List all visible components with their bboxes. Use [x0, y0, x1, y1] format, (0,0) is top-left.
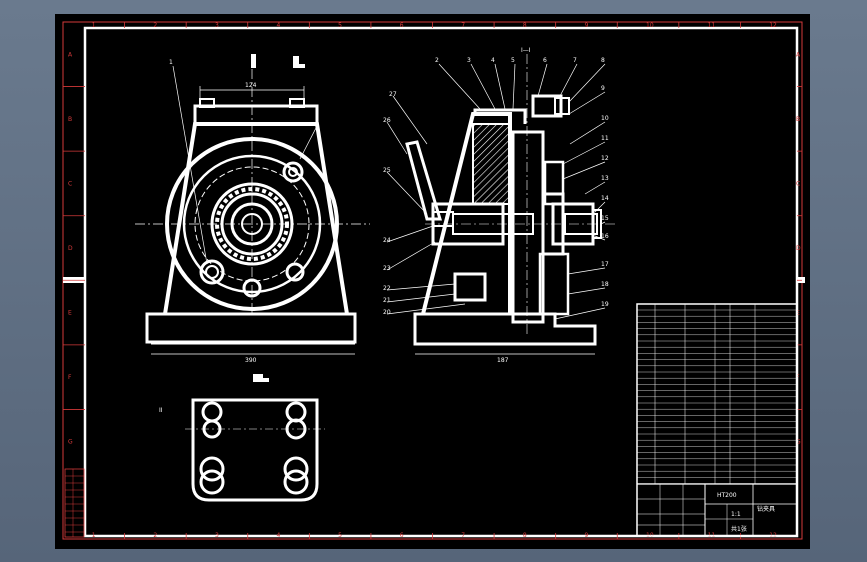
dim-base-side: 187	[497, 357, 509, 364]
zone-column-label: 5	[338, 532, 342, 539]
zone-row-label: B	[68, 116, 72, 123]
zone-column-label: 9	[584, 22, 588, 29]
section-label: I—I	[521, 47, 531, 54]
dim-width: 124	[245, 82, 257, 89]
zone-column-label: 8	[523, 22, 527, 29]
zone-row-label: A	[796, 51, 801, 58]
zone-column-label: 7	[461, 532, 465, 539]
callout-number: 22	[383, 285, 391, 292]
callout-number: 8	[601, 57, 605, 64]
bottom-view-label: II	[159, 407, 163, 414]
callout-number: 9	[601, 85, 605, 92]
zone-column-label: 5	[338, 22, 342, 29]
callout-number: 3	[467, 57, 471, 64]
zone-row-label: C	[68, 180, 72, 187]
zone-column-label: 4	[277, 532, 281, 539]
callout-number: 24	[383, 237, 391, 244]
callout-number: 27	[389, 91, 397, 98]
zone-column-label: 10	[646, 22, 654, 29]
bottom-view	[185, 398, 325, 502]
callout-number: 7	[573, 57, 577, 64]
callout-number: 11	[601, 135, 609, 142]
zone-column-label: 11	[708, 22, 716, 29]
zone-row-label: A	[68, 51, 73, 58]
zone-column-label: 2	[153, 532, 157, 539]
zone-column-label: 1	[92, 22, 96, 29]
material-label: HT200	[717, 492, 737, 499]
callout-number: 5	[511, 57, 515, 64]
side-view	[386, 54, 615, 355]
callout-number: 4	[491, 57, 495, 64]
zone-column-label: 3	[215, 22, 219, 29]
callout-number: 2	[435, 57, 439, 64]
callout-number: 1	[169, 59, 173, 66]
zone-column-label: 8	[523, 532, 527, 539]
zone-row-label: G	[796, 439, 801, 446]
zone-row-label: G	[68, 439, 73, 446]
callout-number: 6	[543, 57, 547, 64]
zone-column-label: 6	[400, 532, 404, 539]
callout-number: 25	[383, 167, 391, 174]
zone-column-label: 1	[92, 532, 96, 539]
zone-column-label: 6	[400, 22, 404, 29]
front-view	[135, 65, 370, 355]
callout-number: 16	[601, 233, 609, 240]
zone-column-label: 9	[584, 532, 588, 539]
zone-column-label: 7	[461, 22, 465, 29]
zone-row-label: C	[796, 180, 800, 187]
callout-number: 26	[383, 117, 391, 124]
callout-number: 13	[601, 175, 609, 182]
title-block	[636, 303, 798, 537]
zone-row-label: D	[796, 245, 801, 252]
zone-row-label: D	[68, 245, 73, 252]
callout-number: 10	[601, 115, 609, 122]
callout-number: 17	[601, 261, 609, 268]
dim-base-front: 390	[245, 357, 257, 364]
revision-block	[64, 468, 85, 538]
callout-number: 12	[601, 155, 609, 162]
section-markers	[251, 54, 305, 382]
zone-column-label: 2	[153, 22, 157, 29]
zone-row-label: F	[796, 374, 800, 381]
zone-column-label: 12	[769, 22, 777, 29]
callout-number: 19	[601, 301, 609, 308]
zone-row-labels: A A B B C C D D E E F F G G	[68, 51, 801, 445]
zone-column-label: 4	[277, 22, 281, 29]
callout-number: 21	[383, 297, 391, 304]
sheet-count: 共1张	[731, 525, 747, 533]
callout-number: 15	[601, 215, 609, 222]
callout-number: 20	[383, 309, 391, 316]
drawing-name: 钻夹具	[757, 505, 775, 513]
zone-row-label: F	[68, 374, 72, 381]
callout-number: 23	[383, 265, 391, 272]
zone-row-label: B	[796, 116, 800, 123]
zone-row-label: E	[68, 310, 72, 317]
callout-number: 14	[601, 195, 609, 202]
zone-column-label: 3	[215, 532, 219, 539]
zone-row-label: E	[796, 310, 800, 317]
scale-value: 1:1	[731, 511, 741, 518]
callout-number: 18	[601, 281, 609, 288]
